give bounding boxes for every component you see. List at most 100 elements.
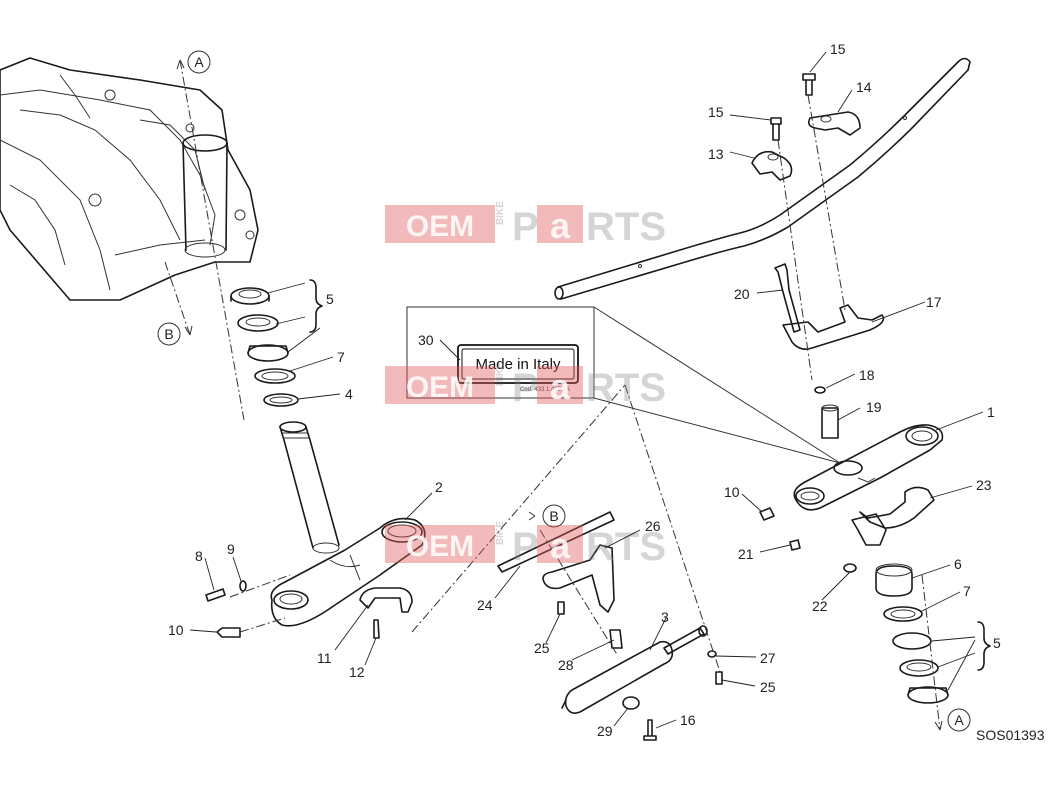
- watermark-top: OEM BIKE P a RTS: [385, 201, 666, 249]
- axis-line-a-bottom: [921, 574, 941, 731]
- callout-29: 29: [597, 723, 613, 739]
- callout-10a: 10: [168, 622, 184, 638]
- bracket-23: [859, 486, 935, 529]
- callout-16: 16: [680, 712, 696, 728]
- watermark-a: a: [550, 205, 571, 246]
- screw-25b: [715, 671, 723, 685]
- bracket-23b: [851, 513, 887, 546]
- brace-5b: [977, 621, 991, 671]
- axis-arrow-up-icon: [176, 59, 185, 70]
- diagram-code: SOS01393: [976, 727, 1045, 743]
- watermark-p: P: [512, 366, 539, 410]
- watermark-p: P: [512, 205, 539, 249]
- callout-8: 8: [195, 548, 203, 564]
- callout-7b: 7: [963, 583, 971, 599]
- callout-21: 21: [738, 546, 754, 562]
- callout-9: 9: [227, 541, 235, 557]
- watermark-bike: BIKE: [495, 201, 506, 225]
- label-plate-code: Cod. 433.1.485.1A: [520, 387, 570, 393]
- watermark-oem: OEM: [406, 210, 474, 243]
- ref-b-left: B: [157, 322, 181, 346]
- label-plate-text: Made in Italy: [475, 356, 561, 373]
- ref-b-mid: B: [542, 504, 566, 528]
- screw-16: [643, 719, 657, 741]
- callout-20: 20: [734, 286, 750, 302]
- upper-clamps: [751, 73, 885, 350]
- callout-11: 11: [317, 650, 332, 666]
- axis-line-8: [229, 574, 291, 598]
- axis-line-b-mid: [411, 384, 626, 633]
- callout-7a: 7: [337, 349, 345, 365]
- axis-line-25: [539, 529, 619, 657]
- callout-13: 13: [708, 146, 724, 162]
- watermark-rts: RTS: [586, 366, 666, 410]
- screw-10a: [216, 627, 241, 638]
- watermark-rts: RTS: [586, 205, 666, 249]
- ref-a-bottom: A: [947, 708, 971, 732]
- screw-12: [373, 619, 380, 639]
- pin-8: [205, 588, 226, 602]
- ref-b-left-label: B: [164, 326, 173, 342]
- bearing-stack-left: [230, 287, 299, 407]
- watermark-mid: OEM BIKE P a RTS: [385, 362, 666, 410]
- watermark-a: a: [550, 366, 571, 407]
- callout-1: 1: [987, 404, 995, 420]
- callout-17: 17: [926, 294, 942, 310]
- callout-15a: 15: [830, 41, 846, 57]
- label-plate-callout: Made in Italy Cod. 433.1.485.1A: [406, 306, 841, 464]
- axis-line-damper: [624, 384, 721, 673]
- plate-24: [497, 511, 615, 573]
- leader-5a: [267, 282, 321, 353]
- brace-5a: [309, 279, 323, 333]
- callout-5b: 5: [993, 635, 1001, 651]
- callout-26: 26: [645, 518, 661, 534]
- ref-b-mid-label: B: [549, 508, 558, 524]
- watermark-bike: BIKE: [495, 521, 506, 545]
- callout-27: 27: [760, 650, 776, 666]
- callout-28: 28: [558, 657, 574, 673]
- callout-6: 6: [954, 556, 962, 572]
- callout-10b: 10: [724, 484, 740, 500]
- callout-25b: 25: [760, 679, 776, 695]
- axis-line-b: [164, 261, 191, 336]
- watermark-oem: OEM: [406, 371, 474, 404]
- ref-a-bottom-label: A: [954, 712, 964, 728]
- bearing-stack-right: [843, 563, 949, 704]
- callout-4: 4: [345, 386, 353, 402]
- leader-lines: [189, 51, 984, 729]
- spacer-28: [609, 629, 623, 649]
- callout-22: 22: [812, 598, 828, 614]
- callout-15b: 15: [708, 104, 724, 120]
- upper-triple-clamp: [793, 386, 944, 511]
- callout-2: 2: [435, 479, 443, 495]
- ref-a-top-label: A: [194, 54, 204, 70]
- callout-18: 18: [859, 367, 875, 383]
- screw-25a: [557, 601, 565, 615]
- bolt-21: [789, 539, 801, 551]
- watermark-bottom: OEM BIKE P a RTS: [385, 521, 666, 569]
- bracket-26: [542, 544, 615, 613]
- callout-numbers: 5 7 4 2 8 9 10 11 12 30 15 14 15 13 20 1…: [168, 41, 1045, 743]
- callout-25a: 25: [534, 640, 550, 656]
- callout-19: 19: [866, 399, 882, 415]
- callout-30: 30: [418, 332, 434, 348]
- axis-line-15b: [777, 139, 813, 381]
- callout-12: 12: [349, 664, 365, 680]
- callout-14: 14: [856, 79, 872, 95]
- bolt-10b: [759, 507, 775, 521]
- washer-27: [707, 650, 717, 658]
- callout-24: 24: [477, 597, 493, 613]
- axis-line-10: [239, 617, 286, 633]
- nut-22: [843, 563, 857, 573]
- callout-3: 3: [661, 609, 669, 625]
- steering-damper: [561, 625, 708, 714]
- watermark-a: a: [550, 525, 571, 566]
- ring-9: [239, 580, 247, 592]
- callout-23: 23: [976, 477, 992, 493]
- axis-line-15a: [807, 94, 846, 311]
- watermark-rts: RTS: [586, 525, 666, 569]
- watermark-oem: OEM: [406, 530, 474, 563]
- steering-stem-lower-clamp: [270, 421, 426, 627]
